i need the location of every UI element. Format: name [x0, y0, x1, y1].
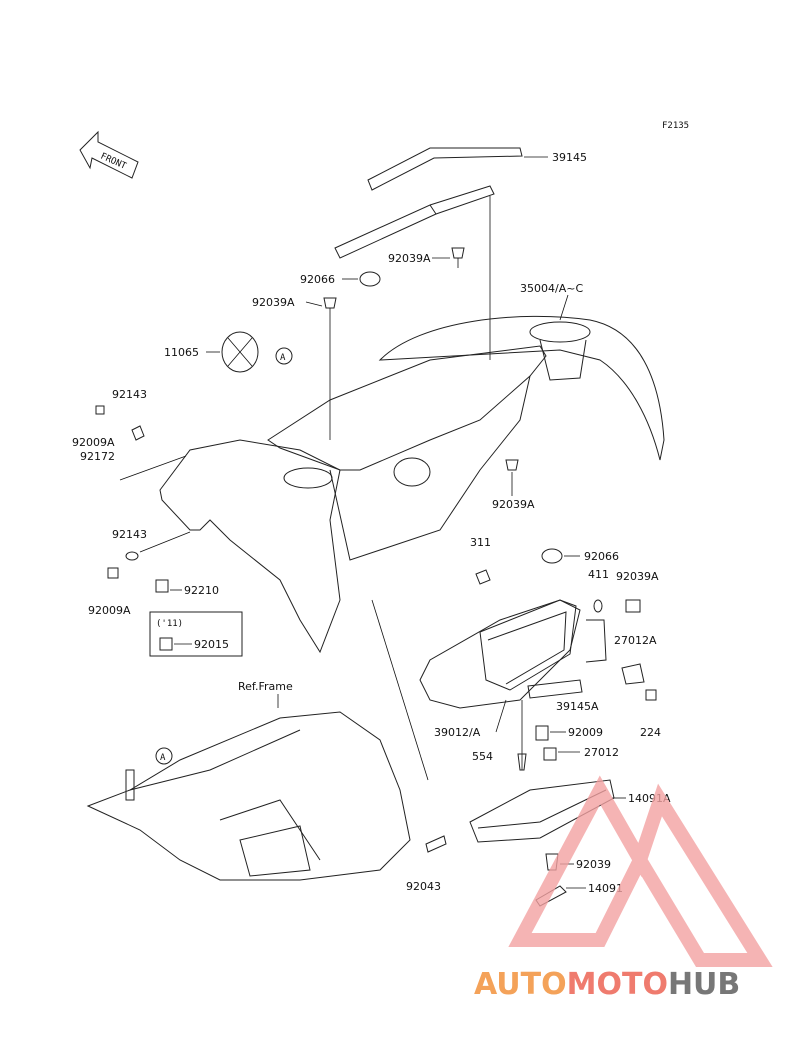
ref-frame-label: Ref.Frame [238, 680, 293, 693]
part-39012: 39012/A [434, 726, 481, 739]
pin-icon [425, 835, 447, 853]
clip-icon [451, 247, 465, 268]
callout-a-circle [275, 347, 293, 365]
part-92066-top: 92066 [300, 273, 335, 286]
part-92043: 92043 [406, 880, 441, 893]
latch-bar [585, 619, 607, 663]
part-39145A: 39145A [556, 700, 599, 713]
seal-strip [527, 679, 583, 699]
clip-icon [323, 297, 337, 309]
nut-icon [131, 425, 145, 441]
part-39145: 39145 [552, 151, 587, 164]
part-11065: 11065 [164, 346, 199, 359]
screw-icon [535, 725, 549, 741]
bolt-icon [107, 567, 119, 579]
trim-strip [334, 147, 523, 259]
cap-icon [541, 548, 563, 564]
part-554: 554 [472, 750, 493, 763]
part-311: 311 [470, 536, 491, 549]
year-note: ('11) [156, 619, 183, 629]
frame [86, 711, 411, 881]
part-92009A-top: 92009A [72, 436, 115, 449]
grommet-icon [221, 331, 259, 373]
part-27012: 27012 [584, 746, 619, 759]
washer-icon [593, 599, 603, 613]
part-92009: 92009 [568, 726, 603, 739]
watermark-part2: MOTO [567, 967, 668, 1002]
washer-icon [125, 551, 139, 561]
watermark-part1: AUTO [474, 967, 567, 1002]
pin-icon [517, 753, 527, 771]
part-411: 411 [588, 568, 609, 581]
part-92143-bot: 92143 [112, 528, 147, 541]
callout-a-circle [155, 747, 173, 765]
part-92039A-top: 92039A [388, 252, 431, 265]
screw-icon [645, 689, 657, 701]
callout-a-frame: A [160, 753, 166, 763]
storage-box [419, 599, 581, 709]
part-224: 224 [640, 726, 661, 739]
part-92039A-mid: 92039A [492, 498, 535, 511]
part-92015: 92015 [194, 638, 229, 651]
latch-icon [621, 663, 645, 685]
part-92210: 92210 [184, 584, 219, 597]
side-panel [159, 439, 341, 654]
rear-cover [267, 345, 547, 561]
clip-icon [625, 599, 641, 613]
clip-icon [505, 459, 519, 471]
bolt-icon [95, 405, 105, 415]
watermark-part3: HUB [668, 967, 740, 1002]
rear-fender [378, 315, 665, 461]
part-35004: 35004/A~C [520, 282, 583, 295]
cap-icon [359, 271, 381, 287]
part-92039A-right: 92039A [616, 570, 659, 583]
part-92039A-left: 92039A [252, 296, 295, 309]
diagram-code: F2135 [662, 121, 689, 131]
nut-icon [475, 569, 491, 585]
part-92009A-bot: 92009A [88, 604, 131, 617]
latch-icon [543, 747, 557, 761]
part-92172: 92172 [80, 450, 115, 463]
clip-nut-icon [159, 637, 173, 651]
part-27012A: 27012A [614, 634, 657, 647]
clip-nut-icon [155, 579, 169, 593]
front-arrow-icon: FRONT [79, 130, 139, 179]
part-14091: 14091 [588, 882, 623, 895]
part-92066-mid: 92066 [584, 550, 619, 563]
svg-text:AUTOMOTOHUB: AUTOMOTOHUB [474, 967, 740, 1002]
watermark-logo: AUTOMOTOHUB [474, 775, 773, 1002]
year-note-box [149, 611, 243, 657]
part-92039: 92039 [576, 858, 611, 871]
callout-a: A [280, 353, 286, 363]
part-92143-top: 92143 [112, 388, 147, 401]
